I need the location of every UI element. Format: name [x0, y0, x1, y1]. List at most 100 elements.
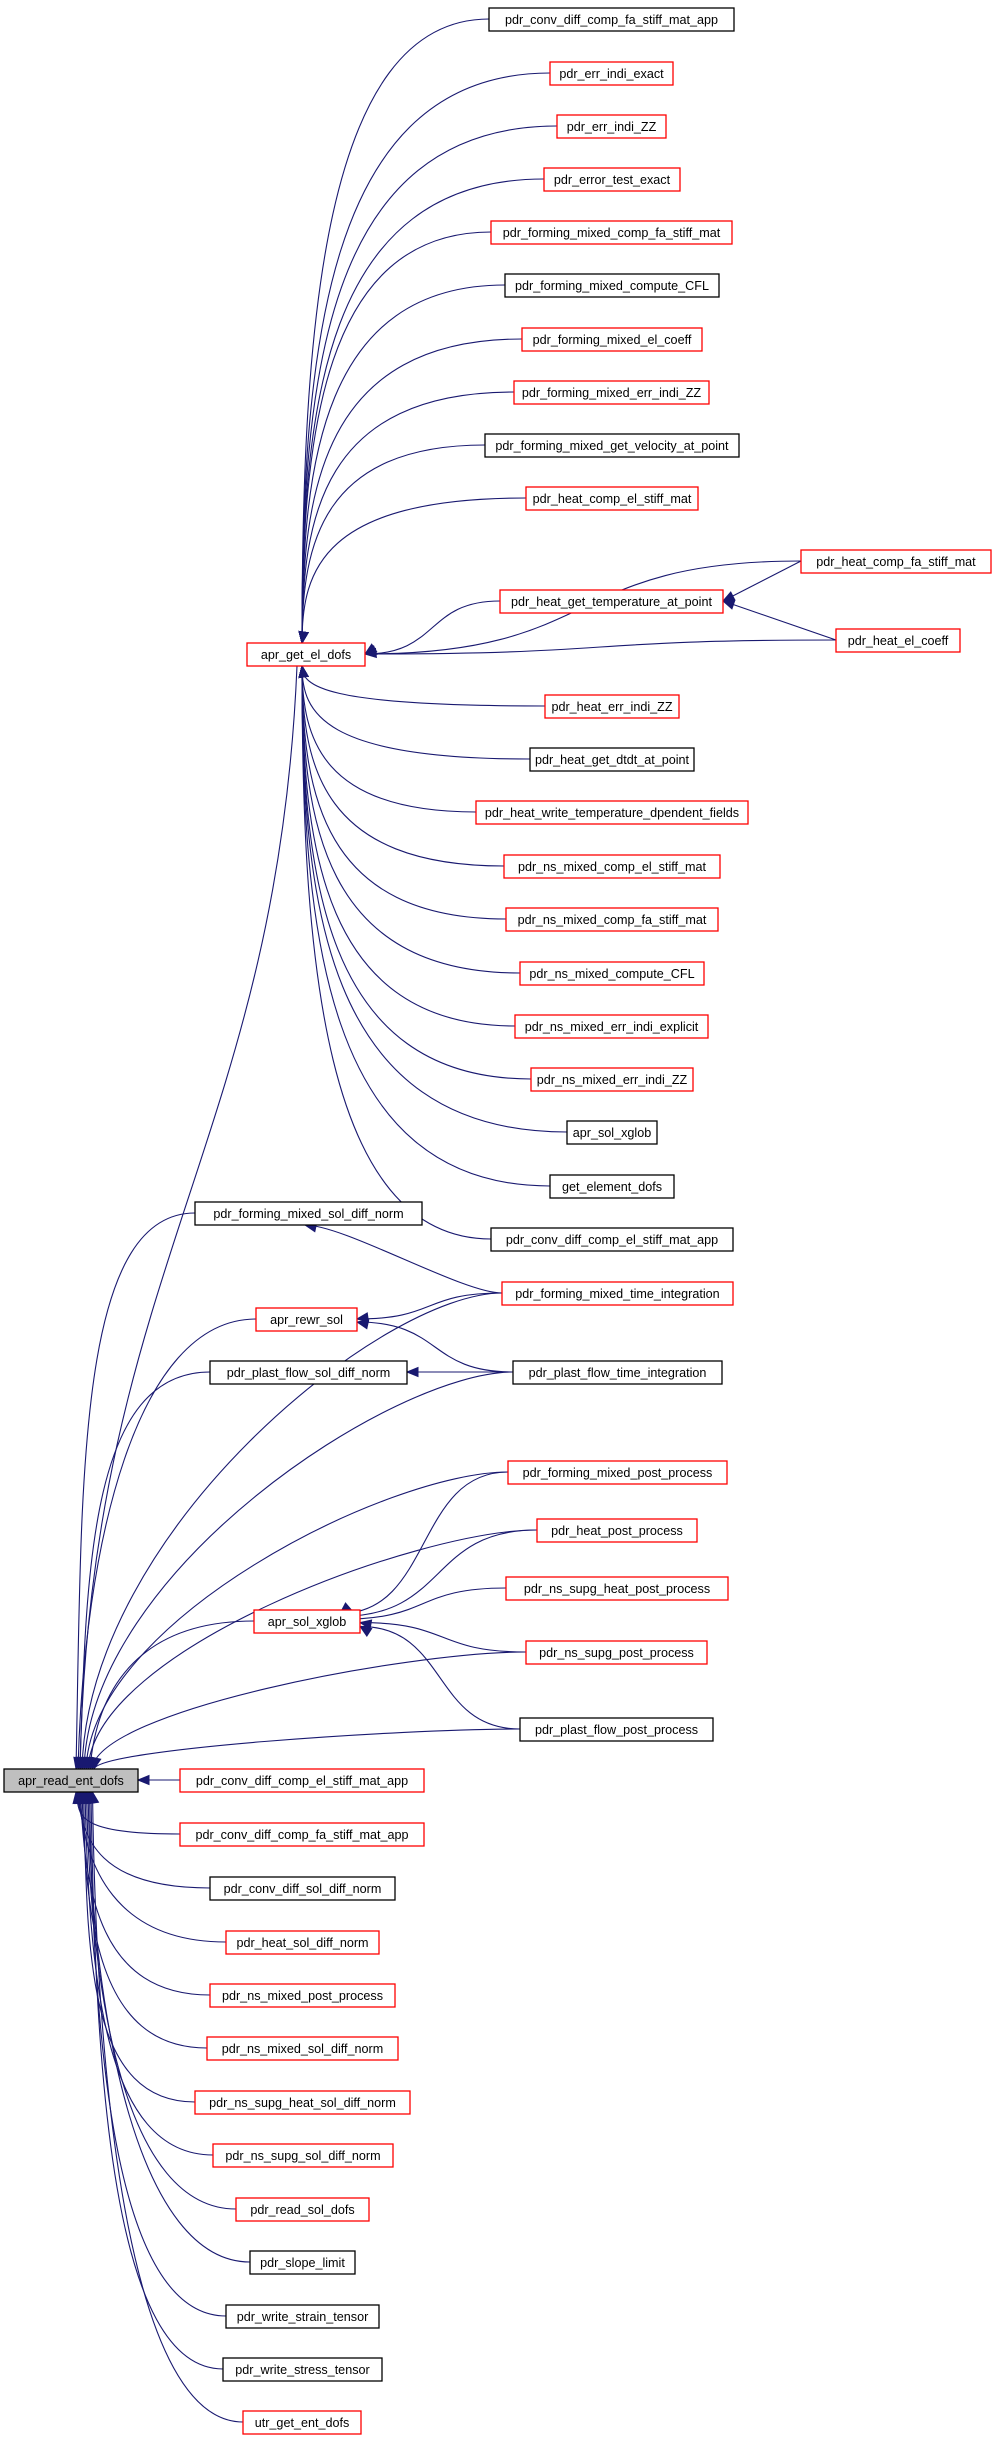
node-ns-supg-sol[interactable]: pdr_ns_supg_sol_diff_norm [212, 2143, 394, 2168]
node-fm-sol-diff[interactable]: pdr_forming_mixed_sol_diff_norm [194, 1201, 423, 1226]
node-heat-get-temp[interactable]: pdr_heat_get_temperature_at_point [499, 589, 724, 614]
node-heat-write-temp[interactable]: pdr_heat_write_temperature_dpendent_fiel… [475, 800, 749, 825]
node-ns-sol-diff[interactable]: pdr_ns_mixed_sol_diff_norm [206, 2036, 399, 2061]
write_stress-edge [90, 1791, 224, 2370]
node-heat-sol-diff[interactable]: pdr_heat_sol_diff_norm [225, 1930, 380, 1955]
node-conv-el-app-top[interactable]: pdr_conv_diff_comp_el_stiff_mat_app [490, 1227, 734, 1252]
utr_get_ent_dofs-arrowhead [88, 1790, 100, 1805]
node-box [246, 642, 366, 667]
node-ns-supg-heat-post[interactable]: pdr_ns_supg_heat_post_process [505, 1576, 729, 1601]
ns_post-edge [79, 1791, 211, 1996]
node-ns-post[interactable]: pdr_ns_mixed_post_process [209, 1983, 396, 2008]
node-label: pdr_ns_mixed_err_indi_ZZ [537, 1073, 688, 1087]
node-err-indi-zz[interactable]: pdr_err_indi_ZZ [556, 114, 667, 139]
ns_err_explicit-edge [301, 665, 516, 1027]
plast_sol_diff-edge [79, 1371, 211, 1770]
node-ns-supg-heat-sol[interactable]: pdr_ns_supg_heat_sol_diff_norm [194, 2090, 411, 2115]
node-box [519, 961, 705, 986]
node-ns-comp-el[interactable]: pdr_ns_mixed_comp_el_stiff_mat [503, 854, 721, 879]
node-heat-err-zz[interactable]: pdr_heat_err_indi_ZZ [544, 694, 680, 719]
node-box [235, 2197, 370, 2222]
node-label: pdr_plast_flow_time_integration [529, 1366, 707, 1380]
call-graph-nodes: apr_read_ent_dofs apr_get_el_dofs pdr_conv… [3, 7, 992, 2435]
node-slope-limit[interactable]: pdr_slope_limit [249, 2250, 356, 2275]
node-box [490, 1227, 734, 1252]
node-box [514, 1014, 709, 1039]
node-conv-fa-app[interactable]: pdr_conv_diff_comp_fa_stiff_mat_app [179, 1822, 425, 1847]
node-conv-fa-app-top[interactable]: pdr_conv_diff_comp_fa_stiff_mat_app [488, 7, 735, 32]
node-ns-supg-post[interactable]: pdr_ns_supg_post_process [525, 1640, 708, 1665]
node-conv-el-app[interactable]: pdr_conv_diff_comp_el_stiff_mat_app [179, 1768, 425, 1793]
node-plast-time-int[interactable]: pdr_plast_flow_time_integration [512, 1360, 723, 1385]
node-conv-sol-diff[interactable]: pdr_conv_diff_sol_diff_norm [209, 1876, 396, 1901]
node-ns-err-explicit[interactable]: pdr_ns_mixed_err_indi_explicit [514, 1014, 709, 1039]
node-fm-get-velocity[interactable]: pdr_forming_mixed_get_velocity_at_point [484, 433, 740, 458]
node-ns-comp-fa[interactable]: pdr_ns_mixed_comp_fa_stiff_mat [505, 907, 719, 932]
node-write-strain[interactable]: pdr_write_strain_tensor [225, 2304, 380, 2329]
node-box [249, 2250, 356, 2275]
fm_el_coeff-edge [301, 338, 523, 644]
node-fm-el-coeff[interactable]: pdr_forming_mixed_el_coeff [521, 327, 703, 352]
node-plast-post[interactable]: pdr_plast_flow_post_process [519, 1717, 714, 1742]
ns_supg_post-to-apr-sol-xglob-edge [359, 1622, 527, 1653]
node-fm-err-indi-zz[interactable]: pdr_forming_mixed_err_indi_ZZ [513, 380, 710, 405]
node-label: pdr_forming_mixed_sol_diff_norm [213, 1207, 403, 1221]
node-box [222, 2357, 383, 2382]
node-label: pdr_heat_get_dtdt_at_point [535, 753, 690, 767]
apr_rewr_sol-edge [77, 1318, 257, 1770]
node-label: utr_get_ent_dofs [255, 2416, 350, 2430]
slope_limit-edge [87, 1791, 251, 2263]
node-box [209, 1876, 396, 1901]
node-label: pdr_heat_post_process [551, 1524, 683, 1538]
node-label: pdr_error_test_exact [554, 173, 671, 187]
node-apr-get-el-dofs[interactable]: apr_get_el_dofs [246, 642, 366, 667]
fm_post-to-apr-sol-xglob-edge [339, 1471, 509, 1615]
plast_post-arrowhead [91, 1756, 102, 1771]
node-error-test-exact[interactable]: pdr_error_test_exact [543, 167, 681, 192]
ns_supg_heat_sol-edge [82, 1791, 196, 2103]
node-utr-get-ent-dofs[interactable]: utr_get_ent_dofs [242, 2410, 362, 2435]
node-box [488, 7, 735, 32]
node-box [519, 1717, 714, 1742]
node-plast-sol-diff[interactable]: pdr_plast_flow_sol_diff_norm [209, 1360, 408, 1385]
node-label: pdr_forming_mixed_compute_CFL [515, 279, 709, 293]
node-box [521, 327, 703, 352]
node-ns-compute-cfl[interactable]: pdr_ns_mixed_compute_CFL [519, 961, 705, 986]
node-box [556, 114, 667, 139]
node-heat-comp-fa[interactable]: pdr_heat_comp_fa_stiff_mat [800, 549, 992, 574]
node-label: apr_sol_xglob [573, 1126, 651, 1140]
node-box [525, 486, 699, 511]
node-apr-read-ent-dofs[interactable]: apr_read_ent_dofs [3, 1768, 139, 1793]
node-heat-el-coeff[interactable]: pdr_heat_el_coeff [835, 628, 961, 653]
node-heat-comp-el[interactable]: pdr_heat_comp_el_stiff_mat [525, 486, 699, 511]
node-label: pdr_forming_mixed_el_coeff [533, 333, 692, 347]
node-ns-err-zz[interactable]: pdr_ns_mixed_err_indi_ZZ [530, 1067, 694, 1092]
node-label: pdr_ns_supg_heat_post_process [524, 1582, 710, 1596]
node-box [212, 2143, 394, 2168]
node-read-sol-dofs[interactable]: pdr_read_sol_dofs [235, 2197, 370, 2222]
node-get-element-dofs[interactable]: get_element_dofs [549, 1174, 675, 1199]
node-label: pdr_heat_write_temperature_dpendent_fiel… [485, 806, 739, 820]
node-label: pdr_ns_mixed_comp_fa_stiff_mat [518, 913, 707, 927]
node-fm-time-int[interactable]: pdr_forming_mixed_time_integration [501, 1281, 734, 1306]
node-label: pdr_ns_mixed_compute_CFL [529, 967, 694, 981]
node-heat-post[interactable]: pdr_heat_post_process [536, 1518, 698, 1543]
node-heat-dtdt[interactable]: pdr_heat_get_dtdt_at_point [529, 747, 695, 772]
node-apr-rewr-sol[interactable]: apr_rewr_sol [255, 1307, 358, 1332]
node-box [194, 2090, 411, 2115]
node-write-stress[interactable]: pdr_write_stress_tensor [222, 2357, 383, 2382]
node-label: apr_sol_xglob [268, 1615, 346, 1629]
node-fm-comp-fa[interactable]: pdr_forming_mixed_comp_fa_stiff_mat [490, 220, 733, 245]
node-box [566, 1120, 658, 1145]
node-box [512, 1360, 723, 1385]
node-err-indi-exact[interactable]: pdr_err_indi_exact [549, 61, 674, 86]
node-label: pdr_ns_mixed_sol_diff_norm [222, 2042, 383, 2056]
node-label: pdr_err_indi_exact [559, 67, 664, 81]
node-apr-sol-xglob[interactable]: apr_sol_xglob [253, 1609, 361, 1634]
node-apr-sol-xglob-top[interactable]: apr_sol_xglob [566, 1120, 658, 1145]
node-fm-compute-cfl[interactable]: pdr_forming_mixed_compute_CFL [504, 273, 720, 298]
node-box [543, 167, 681, 192]
conv_fa_app_top-edge [301, 18, 490, 644]
node-fm-post[interactable]: pdr_forming_mixed_post_process [507, 1460, 728, 1485]
ns_comp_fa-edge [301, 665, 507, 920]
